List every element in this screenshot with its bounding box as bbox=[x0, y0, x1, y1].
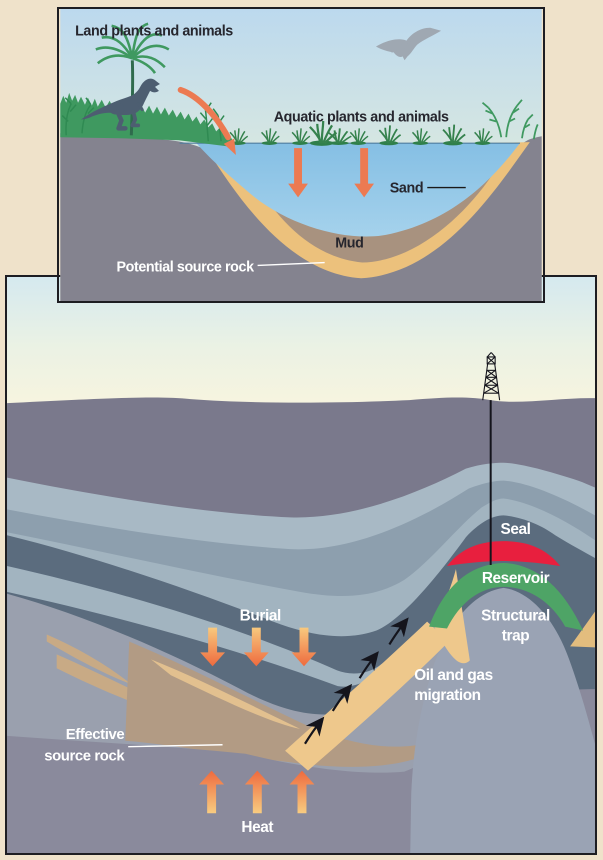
reservoir-band bbox=[429, 563, 584, 631]
migration-arrows bbox=[304, 617, 409, 745]
maturation-scene: Burial Seal Reservoir Structural trap Oi… bbox=[7, 277, 595, 853]
basement-rock bbox=[60, 133, 542, 301]
burial-arrow-icon bbox=[200, 627, 226, 667]
effective-source-label-line1: Effective bbox=[66, 727, 125, 743]
migration-arrow bbox=[331, 683, 353, 712]
fern-plants-right bbox=[481, 99, 539, 140]
migration-arrow bbox=[304, 716, 325, 745]
burial-arrow-icon bbox=[243, 627, 269, 667]
left-vegetation-mass bbox=[60, 92, 234, 148]
heat-label: Heat bbox=[241, 819, 273, 836]
burial-arrow-icon bbox=[291, 627, 317, 667]
oil-gas-accumulation bbox=[446, 541, 561, 566]
settling-arrow-left bbox=[288, 148, 308, 198]
fern-plants-left bbox=[61, 97, 95, 136]
heat-arrows bbox=[199, 770, 315, 814]
deposition-panel: Land plants and animals Aquatic plants a… bbox=[57, 7, 545, 303]
interbedded-light-lens bbox=[7, 565, 384, 687]
settling-arrow-right bbox=[354, 148, 374, 198]
migration-arrow bbox=[358, 651, 379, 679]
pterosaur-icon bbox=[375, 27, 442, 61]
migration-label-line1: Oil and gas bbox=[414, 667, 493, 684]
heat-arrow-icon bbox=[289, 770, 315, 814]
aquatic-plants-label: Aquatic plants and animals bbox=[274, 109, 449, 125]
migration-sand-channel bbox=[285, 621, 449, 771]
migration-arrow bbox=[388, 617, 409, 646]
runoff-curved-arrow bbox=[177, 86, 231, 141]
effective-source-label-line2: source rock bbox=[44, 749, 125, 765]
runoff-arrowhead bbox=[223, 138, 236, 155]
structural-trap-label-line2: trap bbox=[502, 627, 529, 644]
dinosaur-icon bbox=[81, 78, 160, 131]
structural-trap-label-line1: Structural bbox=[481, 608, 550, 625]
deposition-scene: Land plants and animals Aquatic plants a… bbox=[60, 9, 542, 301]
burial-label: Burial bbox=[240, 608, 281, 625]
water-body bbox=[179, 143, 520, 237]
deposition-arrows bbox=[177, 86, 374, 198]
mud-label: Mud bbox=[335, 236, 363, 252]
potential-source-pointer-line bbox=[257, 261, 325, 267]
effective-source-rock-body bbox=[125, 641, 459, 767]
burial-arrows bbox=[200, 627, 317, 667]
heat-arrow-icon bbox=[244, 770, 270, 814]
sand-lens-1 bbox=[46, 634, 132, 685]
heat-arrow-icon bbox=[199, 770, 225, 814]
source-rock-bright-streak bbox=[151, 659, 301, 729]
potential-source-label: Potential source rock bbox=[117, 259, 255, 275]
reservoir-label: Reservoir bbox=[482, 570, 550, 587]
seal-label: Seal bbox=[500, 521, 530, 538]
effective-source-pointer-line bbox=[128, 744, 223, 748]
land-plants-label: Land plants and animals bbox=[75, 24, 233, 40]
burial-maturation-panel: Burial Seal Reservoir Structural trap Oi… bbox=[5, 275, 597, 855]
sand-label: Sand bbox=[390, 180, 423, 196]
migration-label-line2: migration bbox=[414, 687, 480, 704]
oil-derrick-icon bbox=[482, 352, 501, 401]
